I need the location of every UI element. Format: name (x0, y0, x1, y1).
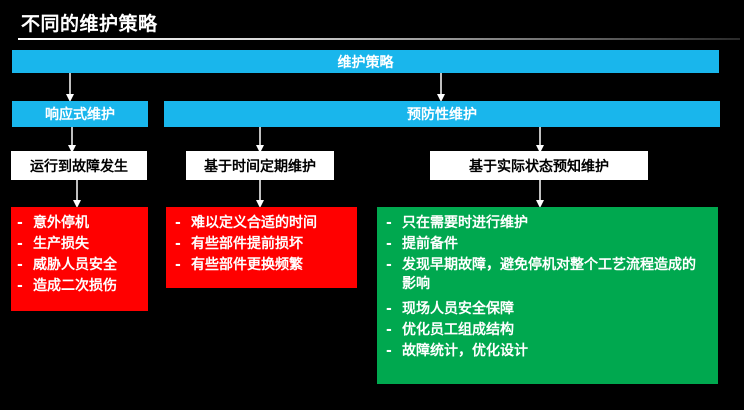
list-item: -有些部件更换频繁 (175, 256, 357, 275)
maintenance-strategy-bar: 维护策略 (12, 50, 719, 73)
list-item: -意外停机 (17, 214, 148, 233)
reactive-maintenance-label: 响应式维护 (45, 107, 115, 123)
list-item-text: 有些部件更换频繁 (191, 257, 303, 273)
list-item: -发现早期故障，避免停机对整个工艺流程造成的影响 (386, 256, 710, 294)
time-based-maintenance-box: 基于时间定期维护 (186, 151, 334, 180)
list-item-text: 现场人员安全保障 (402, 301, 514, 317)
list-item-text: 生产损失 (33, 236, 89, 252)
list-item-text: 难以定义合适的时间 (191, 215, 317, 231)
list-item-text: 故障统计，优化设计 (402, 343, 528, 359)
list-item-text: 只在需要时进行维护 (402, 215, 528, 231)
list-item: -难以定义合适的时间 (175, 214, 357, 233)
time-based-drawbacks-list: -难以定义合适的时间 -有些部件提前损坏 -有些部件更换频繁 (175, 214, 357, 275)
condition-based-maintenance-label: 基于实际状态预知维护 (469, 158, 609, 175)
run-to-failure-box: 运行到故障发生 (11, 151, 147, 180)
list-item: -只在需要时进行维护 (386, 214, 710, 233)
title-divider (18, 38, 740, 40)
bullet-dash: - (386, 215, 392, 231)
maintenance-strategy-label: 维护策略 (337, 54, 394, 71)
list-item: -现场人员安全保障 (386, 300, 710, 319)
bullet-dash: - (386, 343, 392, 359)
bullet-dash: - (386, 301, 392, 317)
condition-based-benefits-box: -只在需要时进行维护 -提前备件 -发现早期故障，避免停机对整个工艺流程造成的影… (377, 207, 718, 384)
reactive-maintenance-bar: 响应式维护 (12, 101, 148, 127)
list-item-text: 意外停机 (33, 215, 89, 231)
list-item: -有些部件提前损坏 (175, 235, 357, 254)
list-item: -优化员工组成结构 (386, 321, 710, 340)
list-item-text: 发现早期故障，避免停机对整个工艺流程造成的影响 (402, 257, 696, 292)
bullet-dash: - (17, 278, 23, 294)
bullet-dash: - (386, 322, 392, 338)
run-to-failure-label: 运行到故障发生 (30, 158, 128, 175)
slide-title: 不同的维护策略 (21, 13, 158, 35)
bullet-dash: - (17, 236, 23, 252)
list-item: -威胁人员安全 (17, 256, 148, 275)
bullet-dash: - (175, 236, 181, 252)
time-based-maintenance-label: 基于时间定期维护 (204, 158, 316, 175)
list-item-text: 提前备件 (402, 236, 458, 252)
list-item: -故障统计，优化设计 (386, 342, 710, 361)
condition-based-benefits-list: -只在需要时进行维护 -提前备件 -发现早期故障，避免停机对整个工艺流程造成的影… (386, 214, 710, 361)
preventive-maintenance-label: 预防性维护 (407, 107, 477, 123)
list-item-text: 有些部件提前损坏 (191, 236, 303, 252)
bullet-dash: - (175, 257, 181, 273)
list-item: -提前备件 (386, 235, 710, 254)
reactive-consequences-list: -意外停机 -生产损失 -威胁人员安全 -造成二次损伤 (17, 214, 148, 296)
list-item-text: 优化员工组成结构 (402, 322, 514, 338)
bullet-dash: - (386, 236, 392, 252)
bullet-dash: - (175, 215, 181, 231)
reactive-consequences-box: -意外停机 -生产损失 -威胁人员安全 -造成二次损伤 (11, 207, 148, 311)
list-item: -造成二次损伤 (17, 277, 148, 296)
time-based-drawbacks-box: -难以定义合适的时间 -有些部件提前损坏 -有些部件更换频繁 (166, 207, 357, 288)
condition-based-maintenance-box: 基于实际状态预知维护 (430, 151, 648, 180)
list-item-text: 威胁人员安全 (33, 257, 117, 273)
bullet-dash: - (386, 257, 392, 273)
bullet-dash: - (17, 215, 23, 231)
bullet-dash: - (17, 257, 23, 273)
list-item-text: 造成二次损伤 (33, 278, 117, 294)
list-item: -生产损失 (17, 235, 148, 254)
preventive-maintenance-bar: 预防性维护 (164, 101, 720, 127)
